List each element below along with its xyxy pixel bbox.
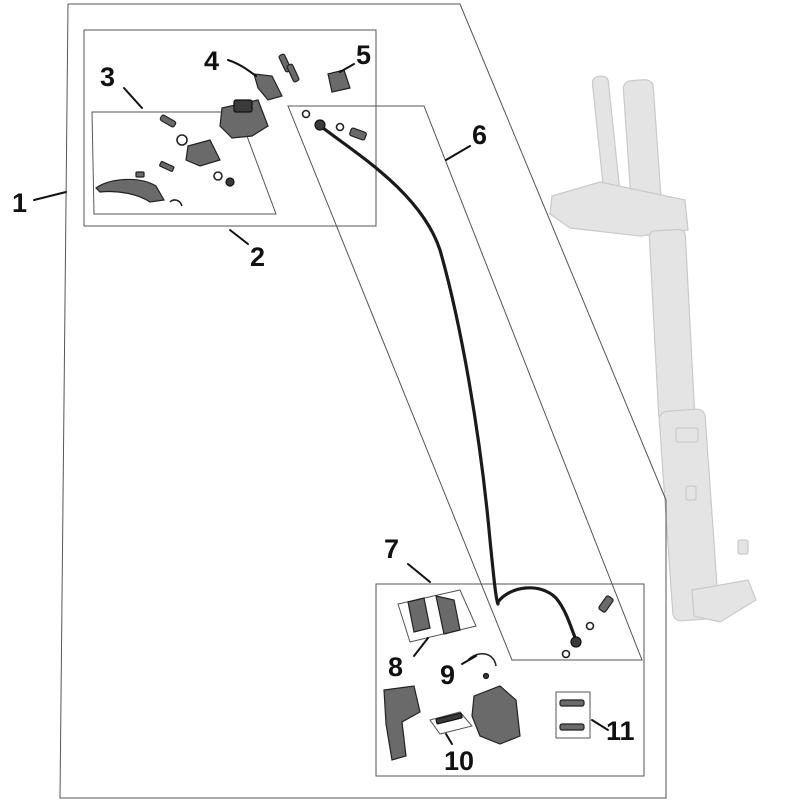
callout-11: 11: [606, 716, 635, 746]
brake-hose: [301, 109, 614, 659]
lever-subframe: [91, 111, 277, 215]
outer-frame: [59, 3, 667, 799]
diagram-frames: [59, 3, 667, 799]
master-cylinder-box: [83, 29, 377, 227]
callout-6: 6: [472, 120, 487, 150]
callout-4: 4: [204, 46, 219, 76]
callout-5: 5: [356, 40, 371, 70]
callout-1: 1: [12, 188, 27, 218]
callout-9: 9: [440, 660, 455, 690]
bolts-subframe: [555, 691, 591, 739]
pads-subframe: [397, 589, 477, 643]
hose-frame: [287, 105, 643, 661]
leader-lines: [33, 59, 609, 745]
front-fork-illustration: [549, 75, 757, 623]
master-cylinder-parts: [95, 53, 351, 207]
callout-3: 3: [100, 62, 115, 92]
callout-2: 2: [250, 242, 265, 272]
caliper-box: [375, 583, 645, 777]
pin-subframe: [429, 711, 473, 735]
callout-8: 8: [388, 652, 403, 682]
callout-7: 7: [384, 534, 399, 564]
callout-10: 10: [444, 746, 474, 776]
callout-numbers: 1 2 3 4 5 6 7 8 9 10 11: [12, 40, 635, 776]
caliper-parts: [383, 595, 585, 761]
